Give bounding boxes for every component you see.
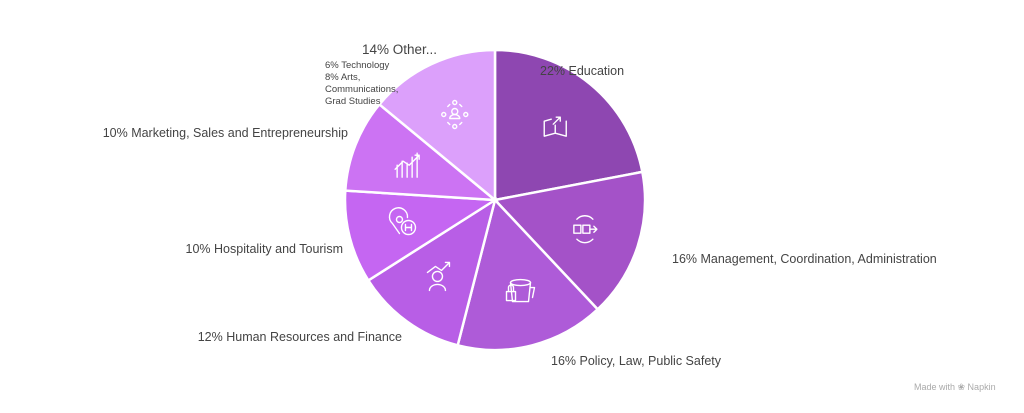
pie-slice: [343, 189, 499, 283]
label-marketing: 10% Marketing, Sales and Entrepreneurshi…: [102, 126, 348, 140]
label-hospitality: 10% Hospitality and Tourism: [185, 242, 343, 256]
label-education: 22% Education: [540, 64, 625, 78]
pie-slice: [343, 102, 499, 202]
label-policy: 16% Policy, Law, Public Safety: [551, 354, 721, 368]
label-other: 14% Other...: [362, 42, 438, 57]
watermark: Made with ❀ Napkin: [914, 382, 996, 392]
other-breakdown-item: Grad Studies: [325, 96, 381, 107]
bar-chart-trend-icon: [394, 152, 420, 178]
other-breakdown-item: 8% Arts,: [325, 72, 361, 83]
location-hotel-icon: [388, 207, 417, 236]
pie-slice: [456, 197, 600, 352]
other-breakdown: 6% Technology 8% Arts, Communications, G…: [325, 60, 398, 108]
people-network-icon: [441, 99, 469, 130]
label-management: 16% Management, Coordination, Administra…: [672, 252, 937, 266]
other-breakdown-item: Communications,: [325, 84, 399, 95]
bucket-lock-icon: [505, 278, 536, 303]
book-trend-icon: [543, 116, 567, 137]
pie-slice: [492, 170, 647, 312]
label-human-resources: 12% Human Resources and Finance: [197, 330, 402, 344]
pie-slice: [366, 197, 497, 347]
process-flow-icon: [573, 215, 598, 244]
other-breakdown-item: 6% Technology: [325, 60, 390, 71]
pie-slice: [493, 48, 644, 202]
pie-slice: [377, 48, 497, 203]
person-growth-icon: [426, 261, 451, 292]
